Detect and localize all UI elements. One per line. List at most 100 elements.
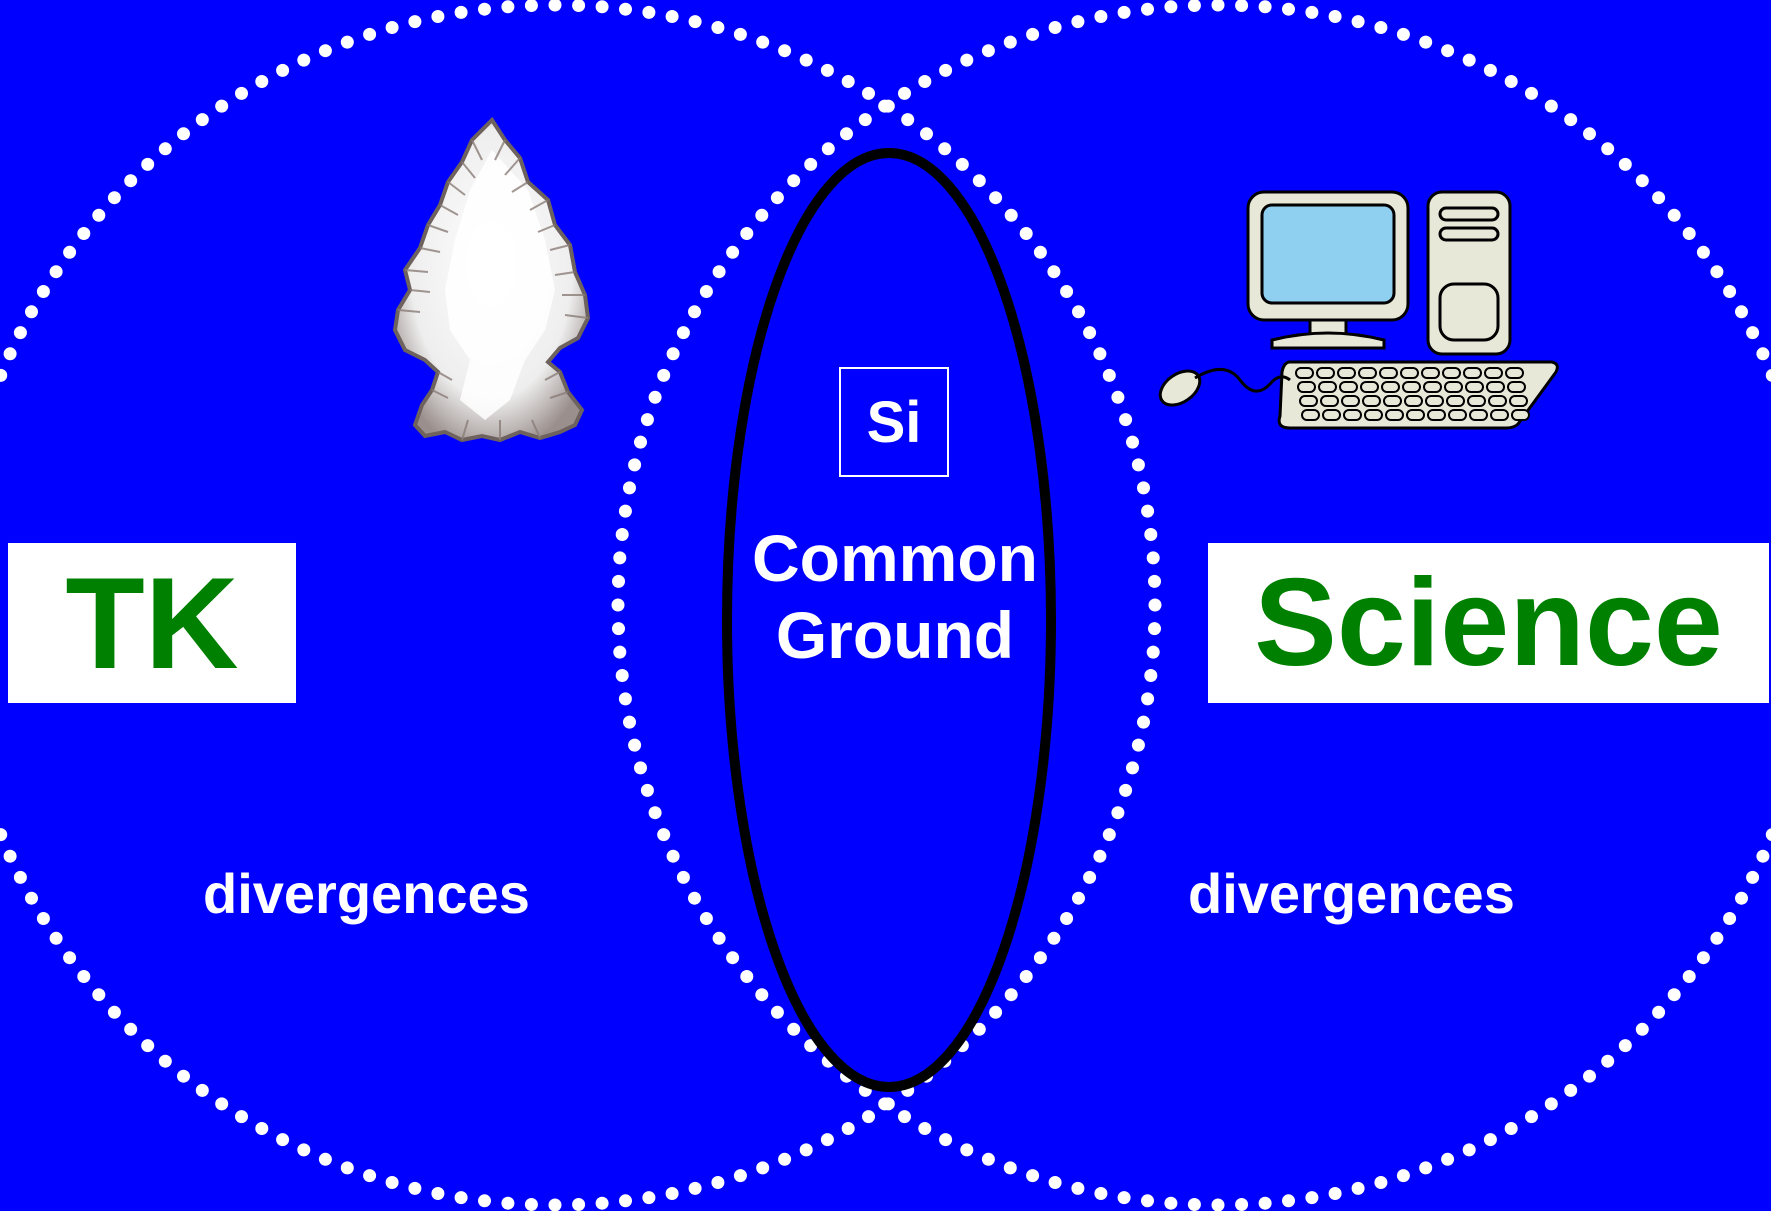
science-circle-dot bbox=[1583, 1069, 1596, 1083]
tk-circle-dot bbox=[1146, 645, 1160, 659]
tk-circle-dot bbox=[235, 1110, 248, 1124]
science-circle-dot bbox=[1544, 1097, 1558, 1111]
keyboard-key bbox=[1379, 367, 1398, 379]
keyboard-key bbox=[1402, 381, 1421, 393]
science-circle-dot bbox=[618, 504, 632, 518]
tk-circle-dot bbox=[1033, 245, 1047, 259]
science-circle-dot bbox=[1117, 1191, 1131, 1205]
tk-circle-dot bbox=[124, 1022, 138, 1036]
tk-circle-dot bbox=[619, 2, 632, 16]
tk-circle-dot bbox=[1126, 435, 1139, 449]
science-circle-dot bbox=[1351, 15, 1365, 29]
science-circle-dot bbox=[611, 598, 625, 612]
science-circle-dot bbox=[623, 715, 636, 729]
science-circle-dot bbox=[648, 390, 662, 404]
tk-circle-dot bbox=[63, 245, 77, 259]
tk-circle-dot bbox=[1119, 413, 1133, 427]
science-circle-dot bbox=[1735, 891, 1748, 905]
tk-circle-dot bbox=[799, 1143, 813, 1157]
science-circle-dot bbox=[1618, 157, 1632, 171]
tk-circle-dot bbox=[572, 0, 586, 12]
tk-circle-dot bbox=[711, 1176, 725, 1189]
science-circle-dot bbox=[1374, 21, 1388, 34]
tk-circle-dot bbox=[820, 1133, 834, 1147]
keyboard-key bbox=[1383, 395, 1402, 407]
tk-circle-dot bbox=[955, 157, 969, 171]
tk-circle-dot bbox=[36, 912, 50, 925]
science-circle-dot bbox=[1094, 10, 1108, 23]
science-circle-dot bbox=[1396, 27, 1410, 41]
tk-circle-dot bbox=[501, 0, 515, 14]
tk-circle-dot bbox=[63, 951, 77, 965]
tk-circle-dot bbox=[385, 21, 399, 34]
science-circle-dot bbox=[939, 63, 953, 77]
science-circle-dot bbox=[770, 191, 784, 205]
keyboard-key bbox=[1423, 381, 1442, 393]
tk-circle-dot bbox=[665, 1187, 679, 1200]
tk-circle-dot bbox=[297, 1143, 311, 1157]
keyboard-key bbox=[1362, 395, 1381, 407]
tk-circle-dot bbox=[1072, 891, 1085, 905]
tk-circle-dot bbox=[177, 1069, 190, 1083]
keyboard-key bbox=[1400, 367, 1419, 379]
keyboard-key bbox=[1463, 367, 1482, 379]
tk-circle-dot bbox=[158, 142, 172, 156]
tk-circle-dot bbox=[989, 191, 1003, 205]
tk-circle-dot bbox=[25, 305, 38, 319]
tk-circle-dot bbox=[1083, 870, 1097, 884]
silicon-element-box: Si bbox=[839, 367, 949, 477]
common-ground-line2: Ground bbox=[775, 598, 1015, 673]
science-circle-dot bbox=[898, 1110, 911, 1124]
keyboard-key bbox=[1467, 395, 1486, 407]
tk-circle-dot bbox=[318, 44, 332, 58]
tk-circle-dot bbox=[841, 1122, 855, 1135]
science-circle-dot bbox=[657, 828, 671, 842]
tk-circle-dot bbox=[841, 75, 855, 88]
tk-circle-dot bbox=[1141, 504, 1155, 518]
science-circle-dot bbox=[1667, 208, 1681, 222]
tk-circle-dot bbox=[385, 1176, 399, 1189]
keyboard-key bbox=[1469, 409, 1488, 421]
science-circle-dot bbox=[1441, 44, 1455, 58]
keyboard-key bbox=[1339, 381, 1358, 393]
keyboard-key bbox=[1360, 381, 1379, 393]
science-circle-dot bbox=[1187, 0, 1201, 12]
tk-circle-dot bbox=[13, 326, 27, 340]
science-circle-dot bbox=[676, 326, 690, 340]
tk-circle-dot bbox=[478, 1194, 491, 1208]
science-circle-dot bbox=[1282, 1194, 1295, 1208]
science-circle-dot bbox=[960, 53, 974, 67]
tk-circle-dot bbox=[1019, 227, 1033, 240]
common-ground-label: Common Ground bbox=[700, 520, 1090, 674]
science-circle-dot bbox=[726, 951, 740, 965]
tk-circle-dot bbox=[1047, 931, 1061, 945]
tk-circle-dot bbox=[1148, 598, 1162, 612]
tk-circle-dot bbox=[1060, 285, 1074, 298]
science-circle-dot bbox=[676, 870, 690, 884]
science-circle-dot bbox=[918, 75, 932, 88]
tk-circle-dot bbox=[363, 1169, 377, 1183]
science-circle-dot bbox=[1618, 1039, 1632, 1053]
science-circle-dot bbox=[634, 761, 647, 775]
science-circle-dot bbox=[1652, 1005, 1666, 1019]
keyboard-key bbox=[1320, 395, 1339, 407]
keyboard-key bbox=[1446, 395, 1465, 407]
science-circle-dot bbox=[1710, 265, 1724, 279]
tk-circle-dot bbox=[1060, 912, 1074, 925]
science-circle-dot bbox=[612, 622, 625, 636]
tk-circle-dot bbox=[215, 1097, 229, 1111]
tk-circle-dot bbox=[619, 1194, 632, 1208]
keyboard-key bbox=[1505, 367, 1524, 379]
tk-circle-dot bbox=[340, 35, 354, 49]
tk-circle-dot bbox=[77, 227, 91, 240]
science-circle-dot bbox=[1048, 1176, 1062, 1189]
science-circle-dot bbox=[1235, 1198, 1249, 1211]
tk-circle-dot bbox=[1111, 806, 1125, 820]
science-circle-dot bbox=[1419, 35, 1433, 49]
science-circle-dot bbox=[1117, 5, 1131, 19]
science-circle-dot bbox=[1328, 10, 1342, 23]
tk-circle-dot bbox=[938, 142, 952, 156]
tk-circle-dot bbox=[665, 10, 679, 23]
